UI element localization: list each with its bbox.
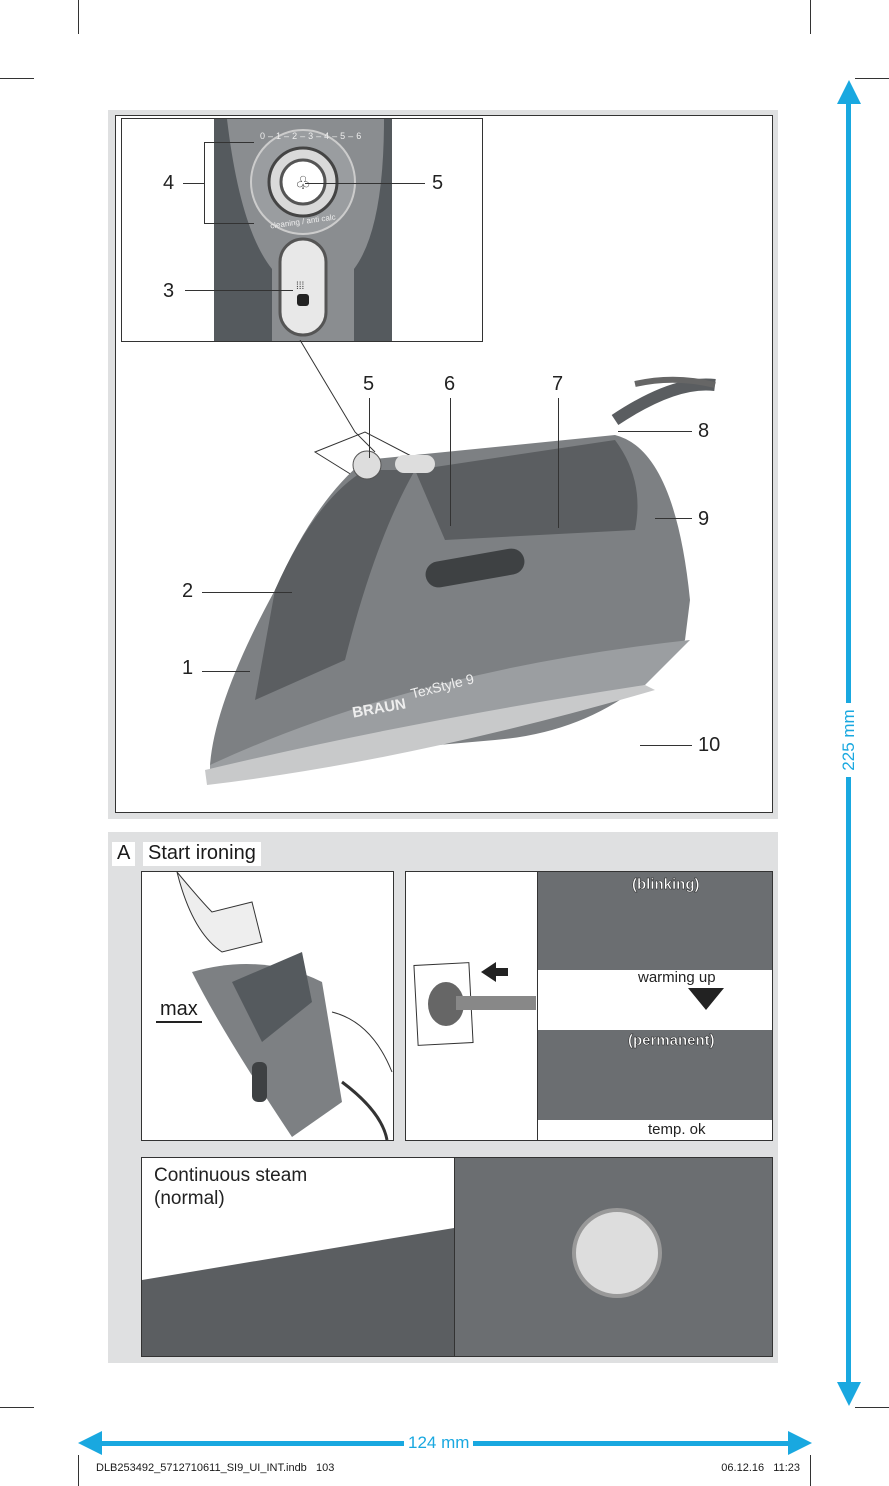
steam-box: Continuous steam (normal): [141, 1157, 773, 1357]
dial-inset: ♧ ⁞⁞⁞ 0–1–2–3–4–5–6 cleaning / anti calc: [121, 118, 483, 342]
callout-2: 2: [182, 580, 194, 602]
callout-10: 10: [698, 734, 721, 756]
leader-line: [369, 398, 370, 458]
leader-line: [202, 592, 292, 593]
blinking-label: (blinking): [632, 876, 700, 894]
crop-mark: [855, 78, 889, 79]
footer-file: DLB253492_5712710611_SI9_UI_INT.indb 103: [96, 1462, 335, 1474]
callout-5: 5: [363, 373, 375, 395]
warming-image: [538, 872, 772, 970]
leader-line: [305, 183, 425, 184]
dial-scale: 0–1–2–3–4–5–6: [260, 131, 365, 141]
callout-8: 8: [698, 420, 710, 442]
callout-6: 6: [444, 373, 456, 395]
callout-3: 3: [163, 280, 175, 302]
section-letter: A: [112, 842, 136, 866]
arrow-up-icon: [837, 80, 861, 104]
crop-mark: [810, 1455, 811, 1486]
callout-5-inset: 5: [432, 172, 444, 194]
callout-7: 7: [552, 373, 564, 395]
svg-text:⁞⁞⁞: ⁞⁞⁞: [296, 281, 304, 292]
leader-line: [185, 290, 293, 291]
leader-line: [618, 431, 692, 432]
crop-mark: [78, 0, 79, 34]
callout-4: 4: [163, 172, 175, 194]
arrow-down-icon: [837, 1382, 861, 1406]
crop-mark: [0, 78, 34, 79]
crop-mark: [0, 1407, 34, 1408]
crop-mark: [78, 1455, 79, 1486]
leader-line: [655, 518, 692, 519]
callout-1: 1: [182, 657, 194, 679]
arrow-left-icon: [78, 1431, 102, 1455]
arrow-left-icon: [481, 962, 508, 982]
leader-line: [450, 398, 451, 526]
crop-mark: [810, 0, 811, 34]
width-label: 124 mm: [404, 1433, 474, 1453]
fill-water-box: max: [141, 871, 394, 1141]
heating-box: (blinking) warming up (permanent) temp. …: [405, 871, 773, 1141]
arrow-down-icon: [688, 988, 724, 1010]
fill-water-illustration: [176, 872, 393, 1140]
permanent-label: (permanent): [628, 1032, 715, 1050]
iron-illustration: [205, 340, 716, 785]
warming-label: warming up: [638, 969, 716, 986]
leader-line: [202, 671, 250, 672]
footer-date: 06.12.16 11:23: [721, 1462, 800, 1474]
leader-line: [183, 183, 205, 184]
temp-ok-image: [538, 1030, 772, 1120]
max-label: max: [156, 998, 202, 1023]
dial-illustration: ♧ ⁞⁞⁞: [214, 119, 392, 341]
bracket: [204, 142, 254, 224]
crop-mark: [855, 1407, 889, 1408]
leader-line: [640, 745, 692, 746]
height-label: 225 mm: [839, 703, 859, 777]
steam-icon: ♧: [295, 173, 311, 193]
steam-title: Continuous steam: [154, 1165, 308, 1186]
steam-subtitle: (normal): [154, 1188, 225, 1209]
callout-9: 9: [698, 508, 710, 530]
arrow-right-icon: [788, 1431, 812, 1455]
section-title: Start ironing: [143, 842, 261, 866]
temp-ok-label: temp. ok: [648, 1121, 706, 1138]
unplug-illustration: [413, 962, 536, 1046]
leader-line: [558, 398, 559, 528]
spray-icon: [297, 294, 309, 306]
